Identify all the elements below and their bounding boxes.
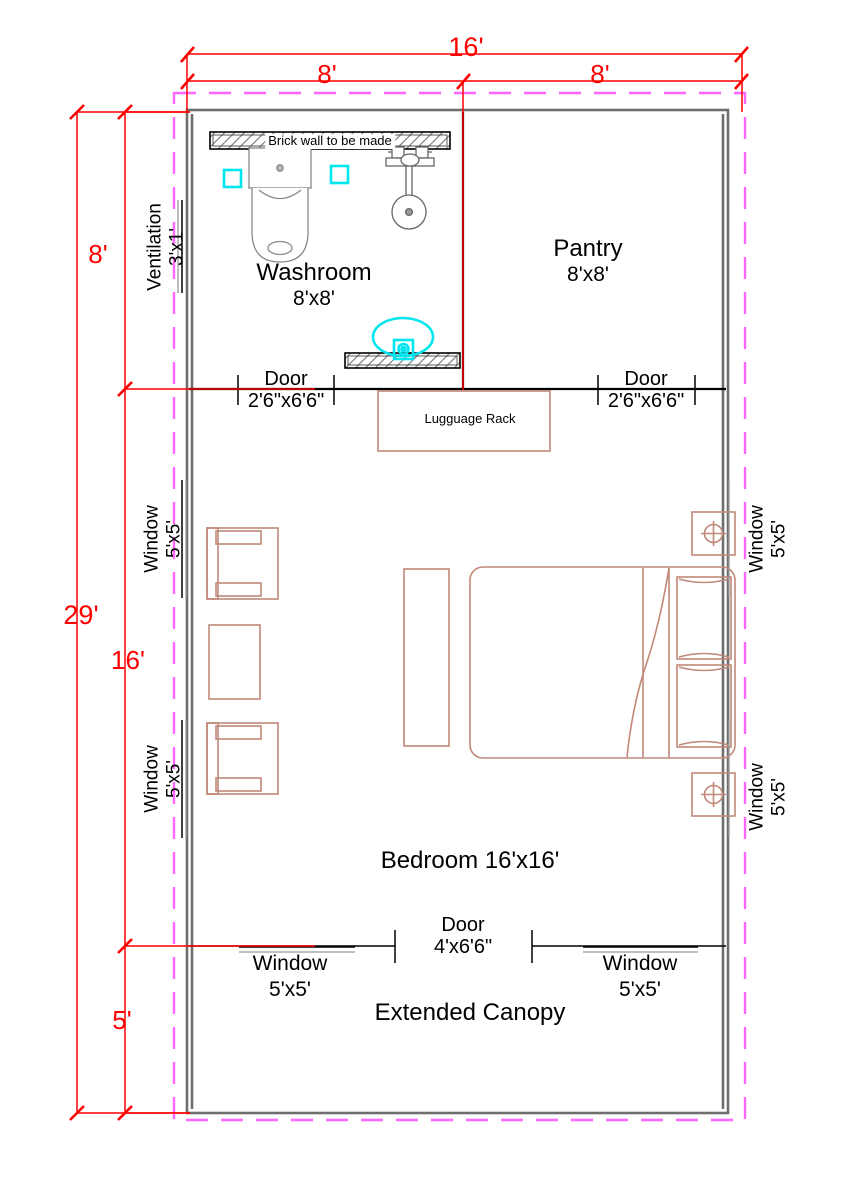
- dimension-top-right: 8': [590, 59, 610, 89]
- dimension-top-overall: 16': [448, 32, 484, 62]
- armchair-bottom-furniture: [206, 722, 279, 795]
- window-left-upper-size: 5'x5': [163, 520, 185, 558]
- bedroom-label: Bedroom 16'x16': [380, 847, 560, 874]
- side-table-furniture: [208, 624, 261, 700]
- window-right-upper-label: Window: [746, 505, 768, 573]
- dimension-left-overall: 29': [63, 600, 99, 630]
- washroom-name: Washroom: [256, 259, 372, 286]
- cyan-square-left-icon: [222, 168, 243, 189]
- dimension-left-middle: 16': [111, 645, 145, 675]
- nightstand-top-furniture: [691, 511, 736, 556]
- fixture-marker-icons: [222, 164, 350, 189]
- dimension-top-left: 8': [317, 59, 337, 89]
- pantry-size: 8'x8': [567, 263, 609, 286]
- luggage-rack-furniture: [377, 390, 551, 452]
- washroom-size: 8'x8': [293, 287, 335, 310]
- door-main-label: Door: [441, 914, 485, 936]
- window-left-lower-size: 5'x5': [163, 760, 185, 798]
- luggage-rack-label: Lugguage Rack: [424, 411, 516, 426]
- window-right-upper-size: 5'x5': [768, 520, 790, 558]
- armchair-top-furniture: [206, 527, 279, 600]
- pantry-name: Pantry: [553, 235, 623, 262]
- door-washroom-label: Door: [264, 368, 308, 390]
- brick-wall-label: Brick wall to be made: [265, 133, 395, 149]
- wash-basin-fixture: [371, 316, 435, 361]
- window-right-lower-label: Window: [746, 763, 768, 831]
- window-bottom-left-size: 5'x5': [269, 978, 311, 1001]
- door-main-size: 4'x6'6": [433, 936, 493, 958]
- water-closet-fixture: [248, 147, 312, 263]
- window-bottom-right-size: 5'x5': [619, 978, 661, 1001]
- wardrobe-furniture: [403, 568, 450, 747]
- window-left-lower-label: Window: [141, 745, 163, 813]
- dimension-lines: [69, 46, 749, 1121]
- window-left-upper-label: Window: [141, 505, 163, 573]
- door-pantry-size: 2'6"x6'6": [607, 390, 685, 412]
- double-bed-furniture: [469, 566, 736, 759]
- dimension-left-top: 8': [88, 239, 108, 269]
- window-bottom-right-label: Window: [602, 952, 678, 975]
- shower-fixture: [385, 146, 435, 230]
- door-washroom-size: 2'6"x6'6": [247, 390, 325, 412]
- ventilation-label: Ventilation: [144, 203, 166, 291]
- extended-canopy-label: Extended Canopy: [374, 999, 566, 1026]
- canopy-boundary: [172, 91, 747, 1122]
- window-symbol-lines: [177, 200, 730, 953]
- window-bottom-left-label: Window: [252, 952, 328, 975]
- cyan-square-right-icon: [329, 164, 350, 185]
- window-right-lower-size: 5'x5': [768, 778, 790, 816]
- building-outer-wall: [185, 108, 730, 1115]
- door-pantry-label: Door: [624, 368, 668, 390]
- dimension-left-bottom: 5': [112, 1005, 132, 1035]
- ventilation-size: 3'x1': [166, 228, 188, 266]
- nightstand-bottom-furniture: [691, 772, 736, 817]
